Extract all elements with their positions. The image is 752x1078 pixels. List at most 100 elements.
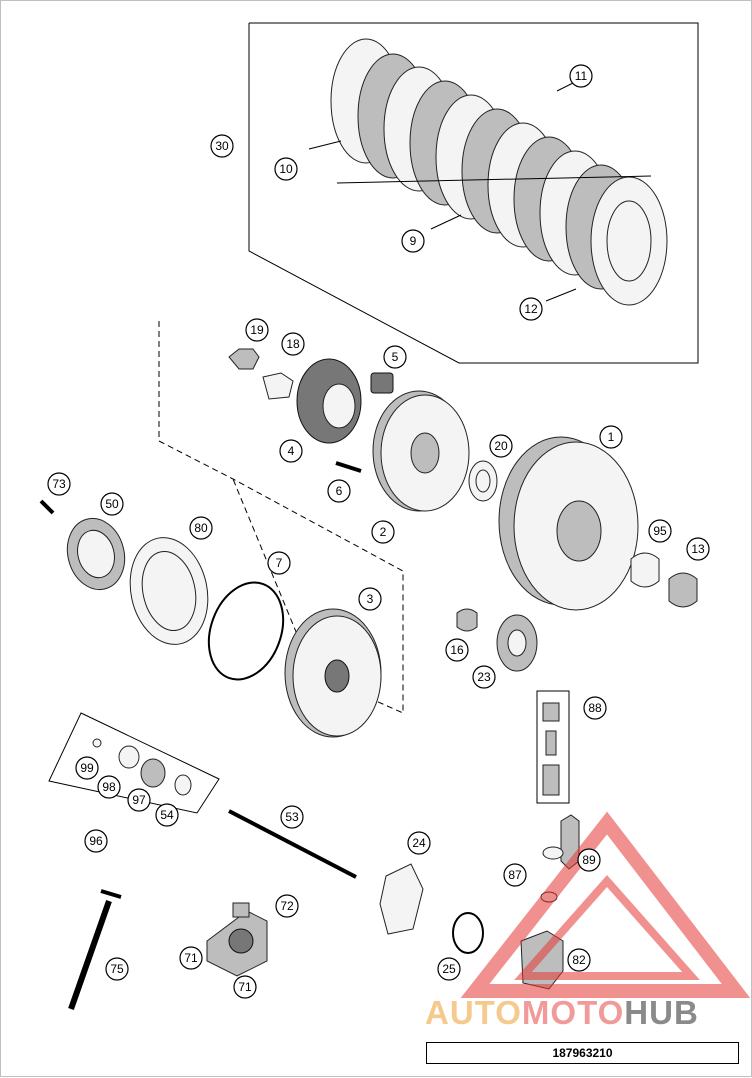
callout-circle — [47, 472, 71, 496]
callout-label: 16 — [450, 643, 464, 657]
callout-label: 71 — [238, 980, 252, 994]
callout-label: 87 — [508, 868, 522, 882]
callout-97: 97 — [127, 788, 151, 812]
callout-label: 98 — [102, 780, 116, 794]
callout-82: 82 — [567, 948, 591, 972]
callout-23: 23 — [472, 665, 496, 689]
callout-label: 11 — [575, 69, 588, 83]
callout-label: 2 — [380, 525, 387, 539]
callout-label: 25 — [442, 962, 456, 976]
bearing-kit-box — [48, 712, 220, 814]
callout-73: 73 — [47, 472, 71, 496]
callout-circle — [210, 134, 234, 158]
callout-label: 95 — [653, 524, 667, 538]
callout-30: 30 — [210, 134, 234, 158]
callout-label: 99 — [80, 761, 94, 775]
callout-label: 7 — [276, 556, 283, 570]
clutch-pack-bracket — [248, 22, 699, 364]
callout-circle — [179, 946, 203, 970]
callout-71: 71 — [233, 975, 257, 999]
callout-24: 24 — [407, 831, 431, 855]
callout-label: 9 — [410, 234, 417, 248]
callout-label: 96 — [89, 834, 103, 848]
watermark-text: AUTOMOTOHUB — [425, 994, 699, 1032]
callout-label: 18 — [286, 337, 300, 351]
callout-label: 30 — [215, 139, 229, 153]
callout-88: 88 — [583, 696, 607, 720]
callout-circle — [105, 957, 129, 981]
callout-20: 20 — [489, 434, 513, 458]
callout-label: 1 — [608, 430, 615, 444]
callout-circle — [274, 157, 298, 181]
callout-11: 11 — [569, 64, 593, 88]
callout-circle — [383, 345, 407, 369]
clutch-basket — [372, 390, 470, 512]
callout-circle — [489, 434, 513, 458]
callout-label: 10 — [279, 162, 293, 176]
callout-label: 53 — [285, 810, 299, 824]
needle-bearing-and-bushing — [630, 552, 698, 608]
callout-circle — [155, 803, 179, 827]
callout-12: 12 — [519, 297, 543, 321]
callout-label: 88 — [588, 701, 602, 715]
callout-circle — [503, 863, 527, 887]
callout-label: 6 — [336, 484, 343, 498]
callout-label: 20 — [494, 439, 508, 453]
callout-label: 89 — [582, 853, 596, 867]
callout-circle — [279, 439, 303, 463]
tool-syringe — [68, 889, 122, 1010]
callout-circle — [281, 332, 305, 356]
watermark-auto: AUTO — [425, 994, 522, 1031]
callout-circle — [84, 829, 108, 853]
callout-53: 53 — [280, 805, 304, 829]
callout-label: 24 — [412, 836, 426, 850]
callout-label: 3 — [367, 592, 374, 606]
callout-circle — [127, 788, 151, 812]
callout-circle — [472, 665, 496, 689]
callout-label: 4 — [288, 444, 295, 458]
callout-label: 73 — [52, 477, 66, 491]
callout-96: 96 — [84, 829, 108, 853]
spacer-and-gear — [456, 608, 538, 672]
callout-71: 71 — [179, 946, 203, 970]
callout-circle — [97, 775, 121, 799]
callout-75: 75 — [105, 957, 129, 981]
callout-circle — [437, 957, 461, 981]
callout-18: 18 — [281, 332, 305, 356]
callout-16: 16 — [445, 638, 469, 662]
callout-4: 4 — [279, 439, 303, 463]
callout-10: 10 — [274, 157, 298, 181]
callout-95: 95 — [648, 519, 672, 543]
parts-box-88 — [536, 690, 570, 804]
watermark-hub: HUB — [624, 994, 699, 1031]
callout-circle — [567, 948, 591, 972]
callout-5: 5 — [383, 345, 407, 369]
callout-87: 87 — [503, 863, 527, 887]
callout-circle — [100, 492, 124, 516]
callout-circle — [280, 805, 304, 829]
callout-13: 13 — [686, 537, 710, 561]
callout-label: 50 — [105, 497, 119, 511]
callout-25: 25 — [437, 957, 461, 981]
callout-circle — [599, 425, 623, 449]
clutch-disc-stack — [330, 38, 668, 306]
callout-72: 72 — [275, 894, 299, 918]
callout-label: 72 — [280, 899, 294, 913]
watermark-moto: MOTO — [521, 994, 625, 1031]
callout-circle — [407, 831, 431, 855]
callout-9: 9 — [401, 229, 425, 253]
callout-circle — [401, 229, 425, 253]
callout-54: 54 — [155, 803, 179, 827]
callout-circle — [583, 696, 607, 720]
callout-label: 82 — [572, 953, 586, 967]
pressure-plate-components — [39, 499, 382, 738]
callout-circle — [648, 519, 672, 543]
gasket — [379, 863, 424, 935]
primary-gear — [498, 436, 639, 611]
callout-3: 3 — [358, 587, 382, 611]
callout-circle — [577, 848, 601, 872]
callout-98: 98 — [97, 775, 121, 799]
watermark-logo — [460, 811, 751, 998]
callout-circle — [189, 516, 213, 540]
